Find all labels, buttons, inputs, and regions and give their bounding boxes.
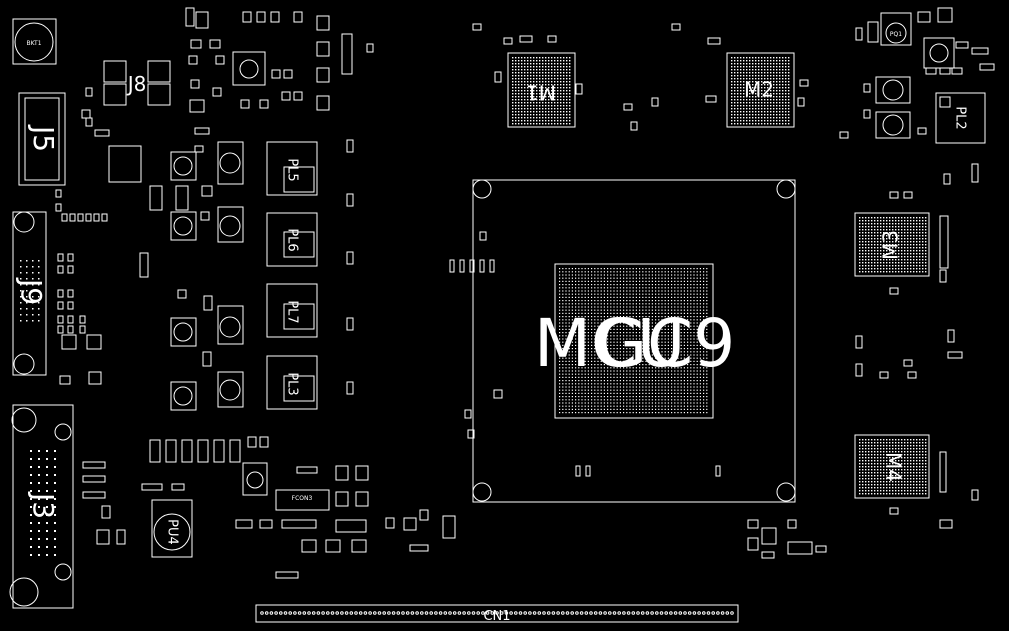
label-m3: M3 xyxy=(879,230,903,260)
component-j3[interactable]: J3 xyxy=(9,404,74,609)
label-j8: J8 xyxy=(126,72,147,96)
component-fcon3[interactable]: FCON3 xyxy=(275,489,330,511)
component-m2[interactable]: M2 xyxy=(726,52,795,128)
label-m2: M2 xyxy=(744,78,774,102)
passive-components xyxy=(55,7,995,579)
label-pu4: PU4 xyxy=(165,519,180,545)
component-j5[interactable]: J5 xyxy=(18,92,66,186)
component-cn1[interactable]: CN1 xyxy=(255,604,739,624)
label-mcu: MCU xyxy=(534,305,685,382)
label-m4: M4 xyxy=(882,452,906,482)
label-pl3: PL3 xyxy=(285,372,300,395)
component-m4[interactable]: M4 xyxy=(854,434,930,499)
mosfet-group xyxy=(170,37,955,496)
label-pl2: PL2 xyxy=(953,106,968,129)
label-bkt1: BKT1 xyxy=(26,40,41,47)
component-pq5 xyxy=(108,145,142,183)
label-m1: M1 xyxy=(526,81,556,105)
label-fcon3: FCON3 xyxy=(292,495,313,502)
label-cn1: CN1 xyxy=(483,609,510,624)
label-j3: J3 xyxy=(27,491,60,519)
component-j9[interactable]: J9 xyxy=(12,211,48,376)
component-pl5[interactable]: PL5 xyxy=(266,141,318,196)
component-pl3[interactable]: PL3 xyxy=(266,355,318,410)
component-pu4[interactable]: PU4 xyxy=(151,499,193,558)
component-m1[interactable]: M1 xyxy=(507,52,576,128)
component-m3[interactable]: M3 xyxy=(854,212,930,277)
component-pl2[interactable]: PL2 xyxy=(935,92,986,144)
label-gc9: GC9 xyxy=(596,305,735,382)
component-pq1[interactable]: PQ1 xyxy=(880,12,912,46)
label-pl7: PL7 xyxy=(285,300,300,323)
label-pl5: PL5 xyxy=(285,158,300,181)
component-bkt1[interactable]: BKT1 xyxy=(12,18,57,65)
component-j8[interactable]: J8 xyxy=(103,60,171,106)
label-j5: J5 xyxy=(27,124,60,152)
component-pl6[interactable]: PL6 xyxy=(266,212,318,267)
label-pl6: PL6 xyxy=(285,228,300,251)
label-j9: J9 xyxy=(15,277,48,305)
component-mcu-package[interactable]: MCU GC9 xyxy=(472,179,796,503)
component-pl7[interactable]: PL7 xyxy=(266,283,318,338)
label-pq1: PQ1 xyxy=(890,31,902,38)
